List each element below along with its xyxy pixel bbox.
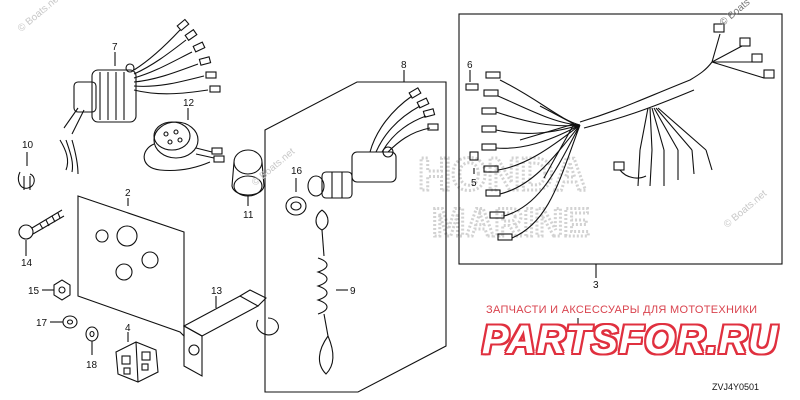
- callout-11: 11: [243, 210, 254, 221]
- bolt: [18, 209, 65, 240]
- callout-15: 15: [28, 286, 40, 297]
- washer-17: [62, 315, 78, 329]
- mounting-plate: [77, 195, 185, 338]
- harness-frame: [458, 13, 783, 265]
- callout-6: 6: [467, 60, 473, 71]
- callout-10: 10: [22, 140, 34, 151]
- callout-8: 8: [401, 60, 407, 71]
- callout-9: 9: [350, 286, 356, 297]
- callout-13: 13: [211, 286, 223, 297]
- callout-4: 4: [125, 323, 131, 334]
- callout-14: 14: [21, 258, 33, 269]
- callout-5: 5: [471, 178, 477, 189]
- callout-12: 12: [183, 98, 195, 109]
- emergency-stop-switch: [143, 121, 225, 172]
- callout-7: 7: [112, 42, 118, 53]
- callout-16: 16: [291, 166, 303, 177]
- background-brand-marine: MARINE: [432, 201, 590, 245]
- ignition-switch-assembly: [59, 18, 221, 175]
- shop-logo: PARTSFOR.RU: [482, 318, 779, 362]
- background-brand-honda: HONDA: [418, 148, 587, 200]
- washer-18: [85, 326, 99, 342]
- connector: [115, 341, 159, 383]
- panel-switch: [307, 87, 439, 199]
- flange-nut: [53, 279, 71, 301]
- mounting-bracket: [182, 289, 279, 377]
- callout-18: 18: [86, 360, 98, 371]
- grommet: [231, 149, 265, 197]
- shop-caption: ЗАПЧАСТИ И АКСЕССУАРЫ ДЛЯ МОТОТЕХНИКИ: [486, 304, 758, 316]
- lanyard-cord: [315, 209, 334, 375]
- callout-17: 17: [36, 318, 48, 329]
- wire-harness: [465, 23, 775, 241]
- switch-assembly-frame: [264, 81, 447, 393]
- callout-2: 2: [125, 188, 131, 199]
- o-ring: [285, 196, 307, 216]
- callout-3: 3: [593, 280, 599, 291]
- wire-clip: [17, 171, 35, 190]
- diagram-code: ZVJ4Y0501: [712, 382, 760, 392]
- callout-1: 1: [576, 326, 582, 337]
